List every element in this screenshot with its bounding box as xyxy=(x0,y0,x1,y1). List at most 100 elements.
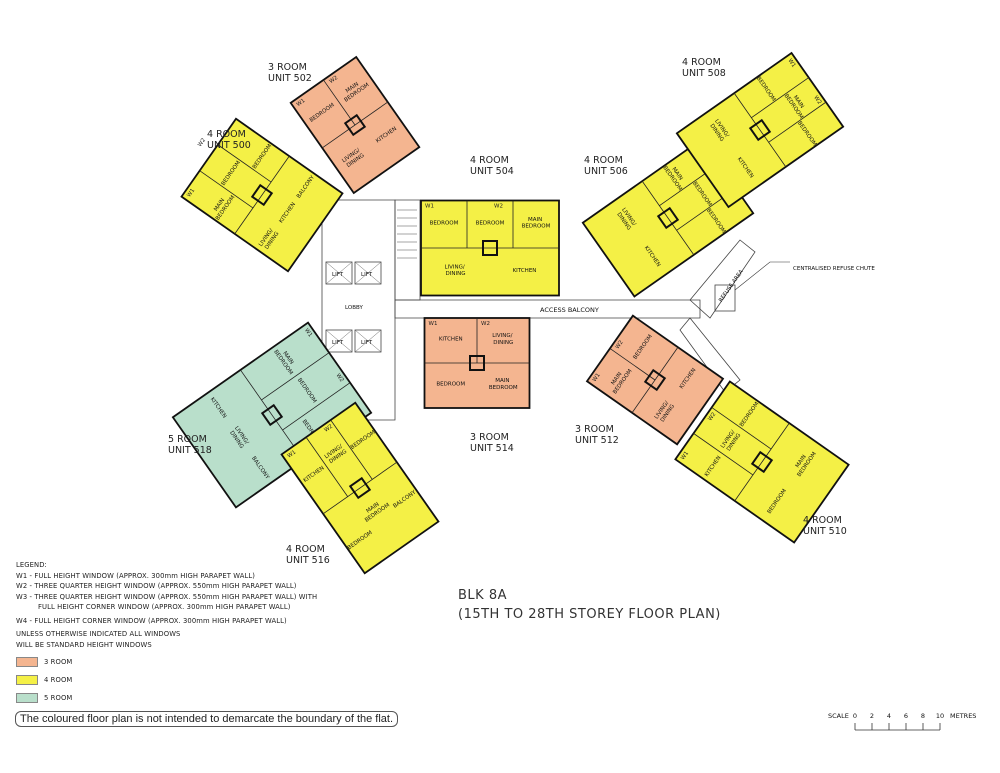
legend: LEGEND: W1 - FULL HEIGHT WINDOW (APPROX.… xyxy=(16,560,317,704)
legend-w3-cont: FULL HEIGHT CORNER WINDOW (APPROX. 300mm… xyxy=(38,603,291,611)
window-tag: W1 xyxy=(186,188,196,199)
partition-wall xyxy=(199,170,254,209)
legend-key-label: 4 ROOM xyxy=(44,676,73,684)
lift-label: LIFT xyxy=(361,272,373,278)
common-core xyxy=(321,199,756,421)
scale-tick-label: 0 xyxy=(853,712,857,720)
partition-wall xyxy=(734,422,790,502)
room-label: LIVING/ DINING xyxy=(492,333,514,346)
bathroom xyxy=(469,355,485,371)
unit-number-label: UNIT 514 xyxy=(470,443,514,454)
unit-518: MAIN BEDROOMBEDROOMBEDROOMKITCHENLIVING/… xyxy=(171,321,373,509)
partition-wall xyxy=(234,155,290,235)
partition-wall xyxy=(240,369,304,461)
bathroom xyxy=(348,476,372,500)
legend-key-4-room: 4 ROOM xyxy=(16,675,317,686)
room-label: KITCHEN xyxy=(513,268,537,274)
legend-key-5-room: 5 ROOM xyxy=(16,693,317,704)
legend-w3: W3 - THREE QUARTER HEIGHT WINDOW (APPROX… xyxy=(16,592,318,601)
bathroom xyxy=(643,368,667,392)
scale-label: SCALE xyxy=(828,712,849,720)
partition-wall xyxy=(305,436,349,497)
window-tag: W2 xyxy=(615,340,625,351)
lift-label: LIFT xyxy=(332,272,344,278)
plan-title: BLK 8A (15TH TO 28TH STOREY FLOOR PLAN) xyxy=(458,586,721,624)
legend-w2: W2 - THREE QUARTER HEIGHT WINDOW (APPROX… xyxy=(16,582,297,590)
partition-wall xyxy=(323,79,356,126)
room-label: BEDROOM xyxy=(430,220,459,226)
legend-w4: W4 - FULL HEIGHT CORNER WINDOW (APPROX. … xyxy=(16,616,287,625)
window-tag: W1 xyxy=(680,450,690,461)
bathroom xyxy=(343,113,367,137)
unit-number-label: UNIT 516 xyxy=(286,555,330,566)
window-tag: W2 xyxy=(812,95,822,106)
window-tag: W1 xyxy=(786,58,796,69)
window-tag: W1 xyxy=(287,449,298,459)
unit-514: KITCHEN LIVING/ DINING BEDROOM MAIN BEDROOM… xyxy=(423,317,531,409)
refuse-chute-leader xyxy=(734,261,790,291)
window-tag: W2 xyxy=(481,321,490,327)
lift-label: LIFT xyxy=(361,340,373,346)
scale-tick-label: 4 xyxy=(887,712,891,720)
partition-wall xyxy=(631,347,679,413)
partition-wall xyxy=(330,419,373,480)
unit-type-label: 3 ROOM xyxy=(470,432,509,443)
legend-key-label: 3 ROOM xyxy=(44,658,73,666)
unit-type-label: 4 ROOM xyxy=(584,155,623,166)
access-balcony-label: ACCESS BALCONY xyxy=(540,306,599,314)
unit-type-label: 4 ROOM xyxy=(803,515,842,526)
partition-wall xyxy=(711,407,772,450)
partition-wall xyxy=(282,382,351,431)
window-tag: W1 xyxy=(592,372,602,383)
legend-note: UNLESS OTHERWISE INDICATED ALL WINDOWS xyxy=(16,630,181,638)
bathroom xyxy=(748,118,772,142)
unit-number-label: UNIT 502 xyxy=(268,73,312,84)
legend-w1: W1 - FULL HEIGHT WINDOW (APPROX. 300mm H… xyxy=(16,571,255,580)
bathroom xyxy=(250,183,274,207)
lift-label: LIFT xyxy=(332,340,344,346)
disclaimer: The coloured floor plan is not intended … xyxy=(15,711,399,727)
lobby-label: LOBBY xyxy=(345,305,363,311)
partition-wall xyxy=(609,348,656,381)
unit-type-label: 4 ROOM xyxy=(682,57,721,68)
unit-type-label: 4 ROOM xyxy=(470,155,509,166)
scale-tick-label: 10 xyxy=(936,712,944,720)
bathroom xyxy=(482,240,498,256)
unit-number-label: UNIT 508 xyxy=(682,68,726,79)
lift-icons xyxy=(325,261,382,353)
partition-wall xyxy=(751,77,809,119)
scale-tick-label: 2 xyxy=(870,712,874,720)
unit-number-label: UNIT 500 xyxy=(207,140,251,151)
legend-key-3-room: 3 ROOM xyxy=(16,657,317,668)
window-tag: W1 xyxy=(425,204,434,210)
partition-wall xyxy=(733,92,787,168)
scale-tick-label: 6 xyxy=(904,712,908,720)
scale-unit: METRES xyxy=(950,712,976,720)
bathroom xyxy=(750,450,774,474)
legend-note: WILL BE STANDARD HEIGHT WINDOWS xyxy=(16,640,152,649)
partition-wall xyxy=(768,101,827,143)
window-tag: W2 xyxy=(328,75,339,85)
room-label: BEDROOM xyxy=(476,220,505,226)
storey-range: (15TH TO 28TH STOREY FLOOR PLAN) xyxy=(458,607,721,622)
room-label: BEDROOM xyxy=(436,382,465,388)
unit-type-label: 5 ROOM xyxy=(168,434,207,445)
window-tag: W2 xyxy=(197,137,207,148)
partition-wall xyxy=(693,433,754,476)
unit-type-label: 3 ROOM xyxy=(268,62,307,73)
room-label: MAIN BEDROOM xyxy=(489,378,518,391)
window-tag: W2 xyxy=(707,412,717,423)
room-label: MAIN BEDROOM xyxy=(522,217,551,230)
color-swatch xyxy=(16,657,38,667)
unit-type-label: 4 ROOM xyxy=(207,129,246,140)
unit-number-label: UNIT 510 xyxy=(803,526,847,537)
room-label: KITCHEN xyxy=(439,337,463,343)
